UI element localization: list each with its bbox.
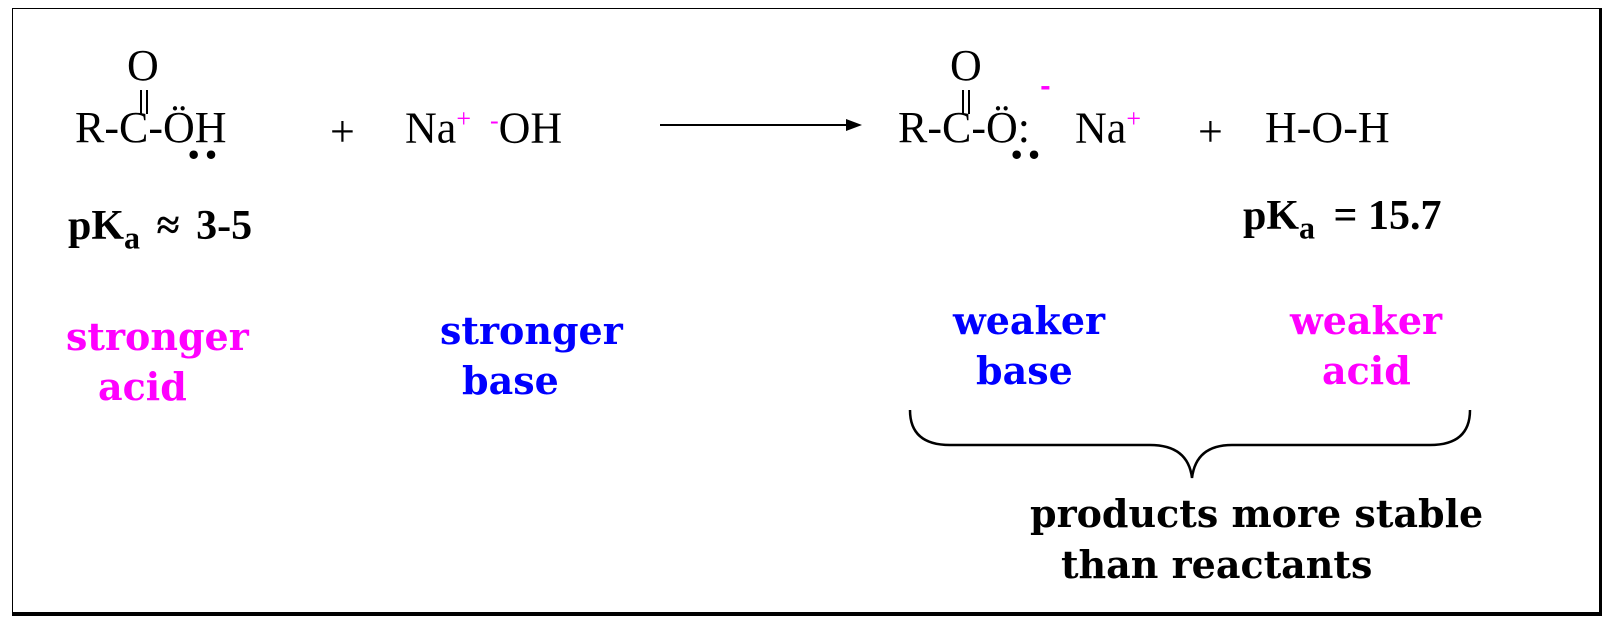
- pka-acid: pKa ≈ 3-5: [68, 205, 252, 253]
- sodium-counterion: Na+: [1075, 106, 1141, 151]
- sodium-ion: Na: [405, 103, 457, 153]
- pka-acid-relation: ≈: [156, 203, 180, 249]
- sodium-counterion-charge: +: [1126, 104, 1141, 133]
- sodium-counterion-symbol: Na: [1075, 103, 1127, 153]
- pka-water-value: 15.7: [1367, 193, 1442, 239]
- pka-water: pKa = 15.7: [1243, 195, 1441, 243]
- carboxylate-oxygen-lone-pair: ••: [1009, 141, 1044, 170]
- label-stronger-base-line1: stronger: [440, 308, 623, 353]
- label-weaker-base-line2: base: [976, 348, 1073, 393]
- reaction-arrow: [660, 119, 862, 131]
- acid-carbonyl-double-bond: [140, 90, 148, 114]
- pka-water-subscript: a: [1299, 209, 1316, 246]
- sodium-hydroxide: Na+ -OH: [405, 106, 562, 151]
- label-weaker-acid-line1: weaker: [1290, 298, 1443, 343]
- plus-sign-products: +: [1198, 107, 1223, 156]
- label-stronger-base-line2: base: [462, 358, 559, 403]
- label-stronger-acid-line2: acid: [98, 364, 187, 409]
- plus-sign-reactants: +: [330, 107, 355, 156]
- sodium-charge: +: [456, 104, 471, 133]
- acid-oxygen-lone-pair: ••: [186, 141, 221, 170]
- label-weaker-base-line1: weaker: [953, 298, 1106, 343]
- pka-water-prefix: pK: [1243, 193, 1300, 239]
- hydroxide-ion: OH: [498, 103, 563, 153]
- pka-acid-value: 3-5: [196, 203, 253, 249]
- pka-acid-subscript: a: [124, 219, 141, 256]
- label-stronger-acid-line1: stronger: [66, 314, 249, 359]
- carboxylate-charge: -: [1040, 72, 1051, 102]
- pka-acid-prefix: pK: [68, 203, 125, 249]
- products-brace: [908, 409, 1472, 479]
- carboxylate-carbonyl-double-bond: [962, 90, 970, 114]
- carboxylate-carbonyl-oxygen: O: [950, 41, 982, 90]
- pka-water-relation: =: [1333, 193, 1358, 239]
- carboxylic-acid-formula: R-C-ÖH: [75, 103, 227, 152]
- hydroxide-charge: -: [489, 105, 499, 135]
- diagram-frame: [12, 8, 1602, 616]
- conclusion-line1: products more stable: [1030, 491, 1484, 536]
- acid-carbonyl-oxygen: O: [127, 41, 159, 90]
- water-formula: H-O-H: [1265, 103, 1390, 152]
- conclusion-line2: than reactants: [1061, 542, 1373, 587]
- label-weaker-acid-line2: acid: [1322, 348, 1411, 393]
